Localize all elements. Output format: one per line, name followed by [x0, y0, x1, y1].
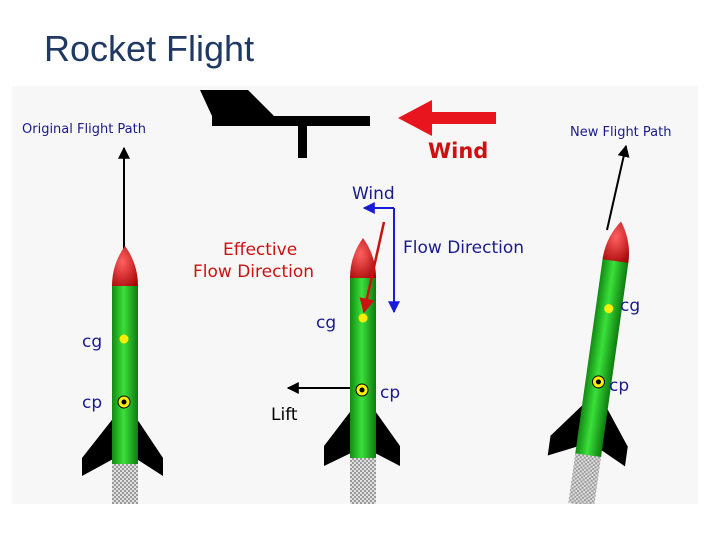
right-cg-label: cg — [620, 296, 640, 316]
exhaust — [350, 456, 376, 504]
new-flight-path-label: New Flight Path — [570, 125, 671, 140]
rocket-body — [575, 257, 629, 457]
left-cg-label: cg — [82, 332, 102, 352]
cg-marker — [604, 304, 614, 314]
cg-marker — [119, 334, 129, 344]
left-cp-label: cp — [82, 393, 102, 413]
effective-flow-arrow — [359, 221, 386, 314]
middle-cp-label: cp — [380, 383, 400, 403]
middle-rocket — [324, 238, 400, 504]
rocket-flight-diagram: Wind Original Flight Path cg cp Wind Flo… — [12, 86, 698, 507]
exhaust — [112, 462, 138, 504]
rocket-body — [350, 276, 376, 458]
nose-cone — [602, 221, 630, 263]
effective-label-line2: Flow Direction — [193, 262, 314, 282]
original-flight-path-label: Original Flight Path — [22, 122, 146, 137]
fin-left — [324, 408, 353, 466]
wind-indicator-label: Wind — [428, 139, 488, 163]
rocket-body — [112, 286, 138, 464]
weather-vane-icon — [200, 90, 370, 158]
nose-cone — [112, 246, 138, 286]
fin-right — [135, 416, 163, 476]
cg-marker — [358, 313, 368, 323]
middle-wind-label: Wind — [352, 184, 395, 204]
original-rocket — [82, 146, 163, 504]
lift-label: Lift — [271, 405, 298, 425]
flow-direction-label: Flow Direction — [403, 238, 524, 258]
fin-right — [599, 405, 628, 467]
nose-cone — [350, 238, 376, 278]
new-flight-path-arrow — [606, 144, 630, 231]
tilted-rocket — [547, 221, 630, 507]
fin-right — [373, 408, 400, 466]
fin-left — [547, 402, 586, 456]
effective-label-line1: Effective — [223, 240, 297, 260]
wind-arrow — [398, 100, 496, 136]
fin-left — [82, 416, 115, 476]
middle-cg-label: cg — [316, 313, 336, 333]
slide-title: Rocket Flight — [44, 28, 255, 69]
exhaust — [568, 451, 602, 507]
right-cp-label: cp — [609, 376, 629, 396]
